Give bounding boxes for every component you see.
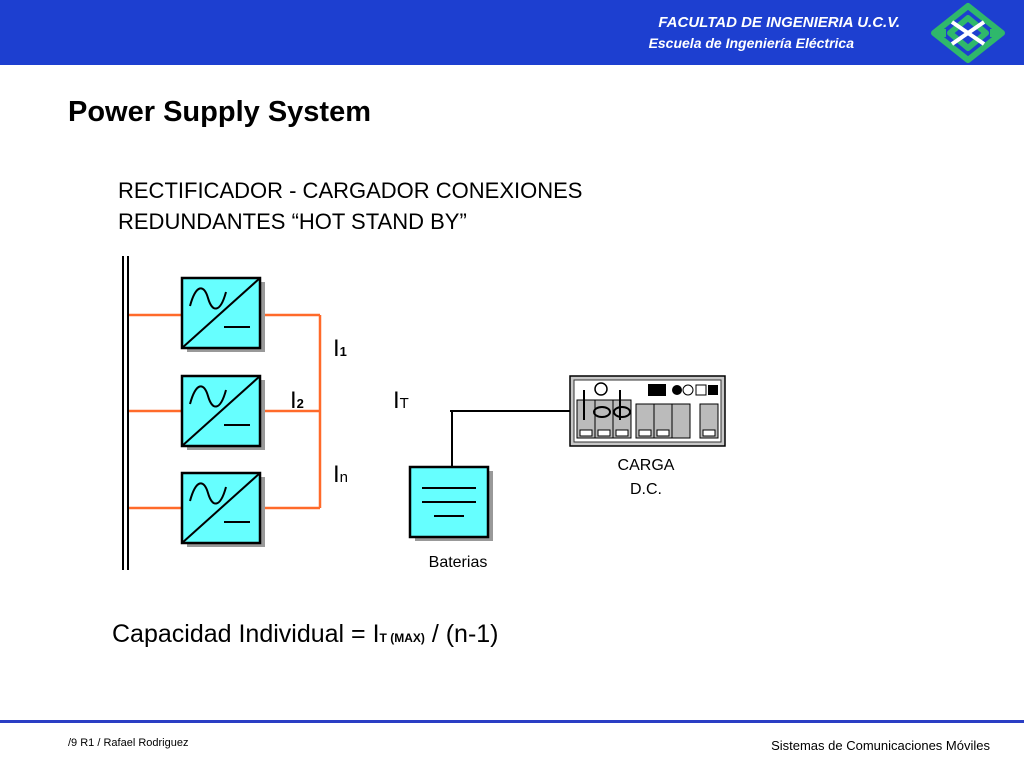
current-in-label: In — [333, 461, 348, 488]
school-name: Escuela de Ingeniería Eléctrica — [648, 35, 854, 51]
battery-label: Baterias — [429, 554, 488, 571]
dc-bus — [450, 410, 572, 468]
header-bar: FACULTAD DE INGENIERIA U.C.V. Escuela de… — [0, 0, 1024, 65]
slide-reference: /9 R1 / Rafael Rodriguez — [68, 737, 189, 749]
subtitle-line-1: RECTIFICADOR - CARGADOR CONEXIONES — [118, 178, 583, 203]
subtitle-line-2: REDUNDANTES “HOT STAND BY” — [118, 209, 467, 234]
battery-icon — [408, 465, 493, 541]
load-label-line-2: D.C. — [630, 481, 662, 498]
load-label-line-1: CARGA — [618, 457, 675, 474]
rectifier-1 — [180, 276, 265, 352]
dc-load-equipment-icon — [569, 375, 726, 447]
faculty-name: FACULTAD DE INGENIERIA U.C.V. — [658, 14, 900, 31]
rectifier-2 — [180, 374, 265, 450]
course-name: Sistemas de Comunicaciones Móviles — [771, 738, 990, 753]
capacity-formula: Capacidad Individual = IT (MAX) / (n-1) — [112, 620, 499, 648]
footer-divider — [0, 720, 1024, 723]
ucv-engineering-logo-icon — [931, 3, 1005, 63]
rectifier-n — [180, 471, 265, 547]
current-i2-label: I2 — [290, 387, 304, 414]
current-it-label: IT — [393, 387, 409, 414]
ac-bus-bar — [122, 256, 129, 570]
slide-title: Power Supply System — [68, 96, 371, 128]
current-i1-label: I1 — [333, 335, 347, 362]
feed-lines — [129, 313, 322, 510]
power-supply-diagram: I1 I2 IT In CARGA D.C. Baterias — [122, 256, 726, 571]
